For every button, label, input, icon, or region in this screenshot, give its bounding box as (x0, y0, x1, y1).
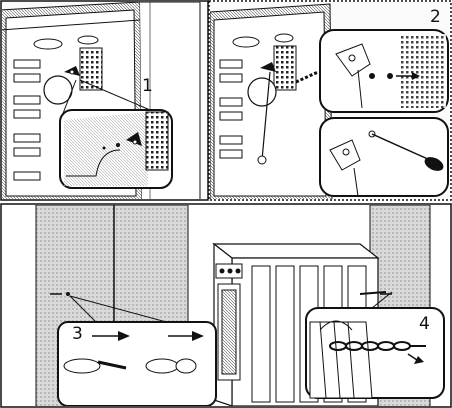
panel-1-appliance-back (0, 0, 210, 200)
panel-2-bracket-fitting (210, 2, 450, 200)
step-number-2: 2 (430, 9, 441, 26)
panel-3-wall-fixing (2, 205, 450, 407)
step-number-4: 4 (419, 316, 430, 333)
step-number-1: 1 (142, 78, 153, 95)
step-number-3: 3 (72, 326, 83, 343)
